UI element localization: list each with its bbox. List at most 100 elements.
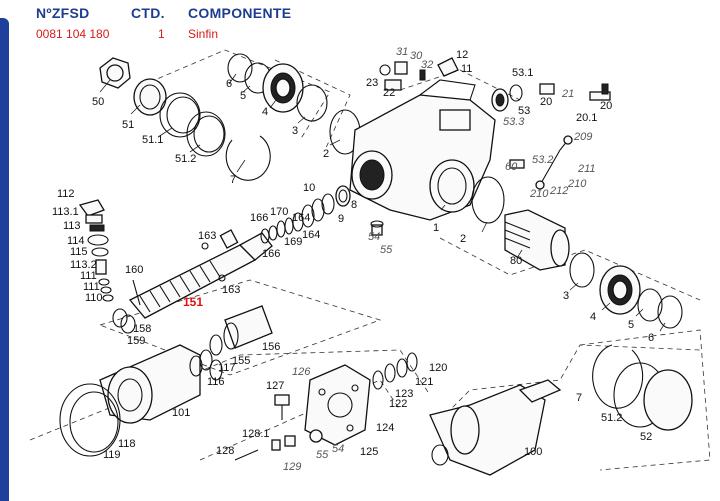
guide-line — [274, 59, 351, 151]
callout-51: 51 — [122, 119, 134, 131]
callout-156: 156 — [262, 341, 280, 353]
callout-20-left: 20 — [540, 96, 552, 108]
callout-166-top: 166 — [250, 212, 268, 224]
callout-111-a: 111 — [80, 270, 97, 282]
callout-112: 112 — [57, 188, 75, 200]
callout-123: 123 — [395, 388, 413, 400]
callout-115: 115 — [70, 246, 88, 258]
callout-163-bottom: 163 — [222, 284, 240, 296]
ring-part — [372, 352, 418, 390]
callout-54-top: 54 — [368, 231, 380, 243]
callout-122: 122 — [389, 398, 407, 410]
ring-part — [159, 92, 201, 138]
callout-5-right: 5 — [628, 319, 634, 331]
callout-128: 128 — [216, 445, 234, 457]
guide-line — [399, 69, 521, 101]
callout-210-lower: 210 — [529, 188, 549, 200]
complete-gear-assembly — [429, 379, 562, 476]
guide-line — [439, 344, 701, 421]
guide-line — [579, 329, 711, 471]
callout-110: 110 — [85, 292, 103, 304]
callout-11: 11 — [461, 63, 472, 75]
worm-shaft-part — [128, 229, 273, 319]
sector-shaft-part — [504, 209, 570, 271]
ring-part — [199, 349, 223, 381]
callout-31: 31 — [396, 46, 408, 58]
callout-6: 6 — [226, 78, 232, 90]
guide-line — [29, 349, 431, 441]
callout-53-1: 53.1 — [512, 67, 533, 79]
callout-50: 50 — [92, 96, 104, 108]
callout-155: 155 — [232, 355, 250, 367]
bearing-part — [599, 265, 641, 315]
callout-129: 129 — [283, 461, 301, 473]
header-ref-column: NºZFSD — [36, 5, 90, 21]
callout-7: 7 — [230, 174, 236, 186]
fitting-part — [379, 57, 459, 91]
callout-113-2: 113.2 — [70, 259, 97, 271]
callout-101: 101 — [172, 407, 190, 419]
callout-151-highlight: 151 — [183, 295, 203, 309]
callout-54-bottom: 54 — [332, 443, 344, 455]
callout-30: 30 — [410, 50, 423, 62]
callout-3: 3 — [292, 125, 298, 137]
callout-51-2-bottom: 51.2 — [601, 412, 622, 424]
callout-5: 5 — [240, 90, 246, 102]
ring-part — [637, 288, 683, 329]
ring-part — [186, 111, 226, 157]
callout-10: 10 — [303, 182, 315, 194]
ring-part — [569, 252, 595, 288]
callout-100: 100 — [524, 446, 542, 458]
callout-164-top: 164 — [292, 212, 310, 224]
callout-160: 160 — [125, 264, 143, 276]
sleeve-part — [209, 305, 273, 356]
callout-80: 80 — [510, 255, 522, 267]
callout-124: 124 — [376, 422, 394, 434]
header-qty-column: CTD. — [131, 5, 165, 21]
callout-212: 212 — [549, 185, 568, 197]
valve-stack-part — [78, 199, 114, 302]
ring-part — [296, 84, 328, 122]
plug-part — [370, 220, 384, 236]
callout-8: 8 — [351, 199, 357, 211]
callout-128-1: 128.1 — [242, 428, 270, 440]
callout-170: 170 — [270, 206, 288, 218]
callout-1: 1 — [433, 222, 439, 234]
snap-ring-part — [592, 344, 644, 409]
ring-part — [59, 383, 121, 457]
callout-2: 2 — [323, 148, 329, 160]
callout-125: 125 — [360, 446, 378, 458]
callout-211: 211 — [577, 163, 596, 175]
cover-disc-part — [643, 369, 693, 431]
callout-4-right: 4 — [590, 311, 596, 323]
callout-169: 169 — [284, 236, 302, 248]
ring-stack-part — [260, 185, 351, 244]
callout-23: 23 — [366, 77, 378, 89]
link-rod-part — [509, 135, 573, 190]
callout-111-b: 111 — [83, 281, 100, 293]
valve-part — [491, 84, 523, 112]
callout-52: 52 — [640, 431, 652, 443]
row-qty: 1 — [158, 27, 165, 41]
callout-159: 159 — [127, 335, 145, 347]
callout-21: 21 — [561, 88, 574, 100]
callout-158: 158 — [133, 323, 151, 335]
callout-163-top: 163 — [198, 230, 216, 242]
left-accent-bar — [0, 18, 9, 501]
callout-114: 114 — [67, 235, 85, 247]
callout-2-right: 2 — [460, 233, 466, 245]
nut-part — [99, 57, 131, 89]
callout-120: 120 — [429, 362, 447, 374]
callout-6-right: 6 — [648, 332, 654, 344]
guide-line — [199, 379, 401, 461]
callout-7-bottom: 7 — [576, 392, 582, 404]
callout-20-1: 20.1 — [576, 112, 597, 124]
row-ref: 0081 104 180 — [36, 27, 110, 41]
callout-12: 12 — [456, 49, 468, 61]
callout-53-2: 53.2 — [532, 154, 553, 166]
callout-3-right: 3 — [563, 290, 569, 302]
callout-121: 121 — [415, 376, 433, 388]
callout-119: 119 — [103, 449, 121, 461]
callout-117: 117 — [218, 362, 236, 374]
